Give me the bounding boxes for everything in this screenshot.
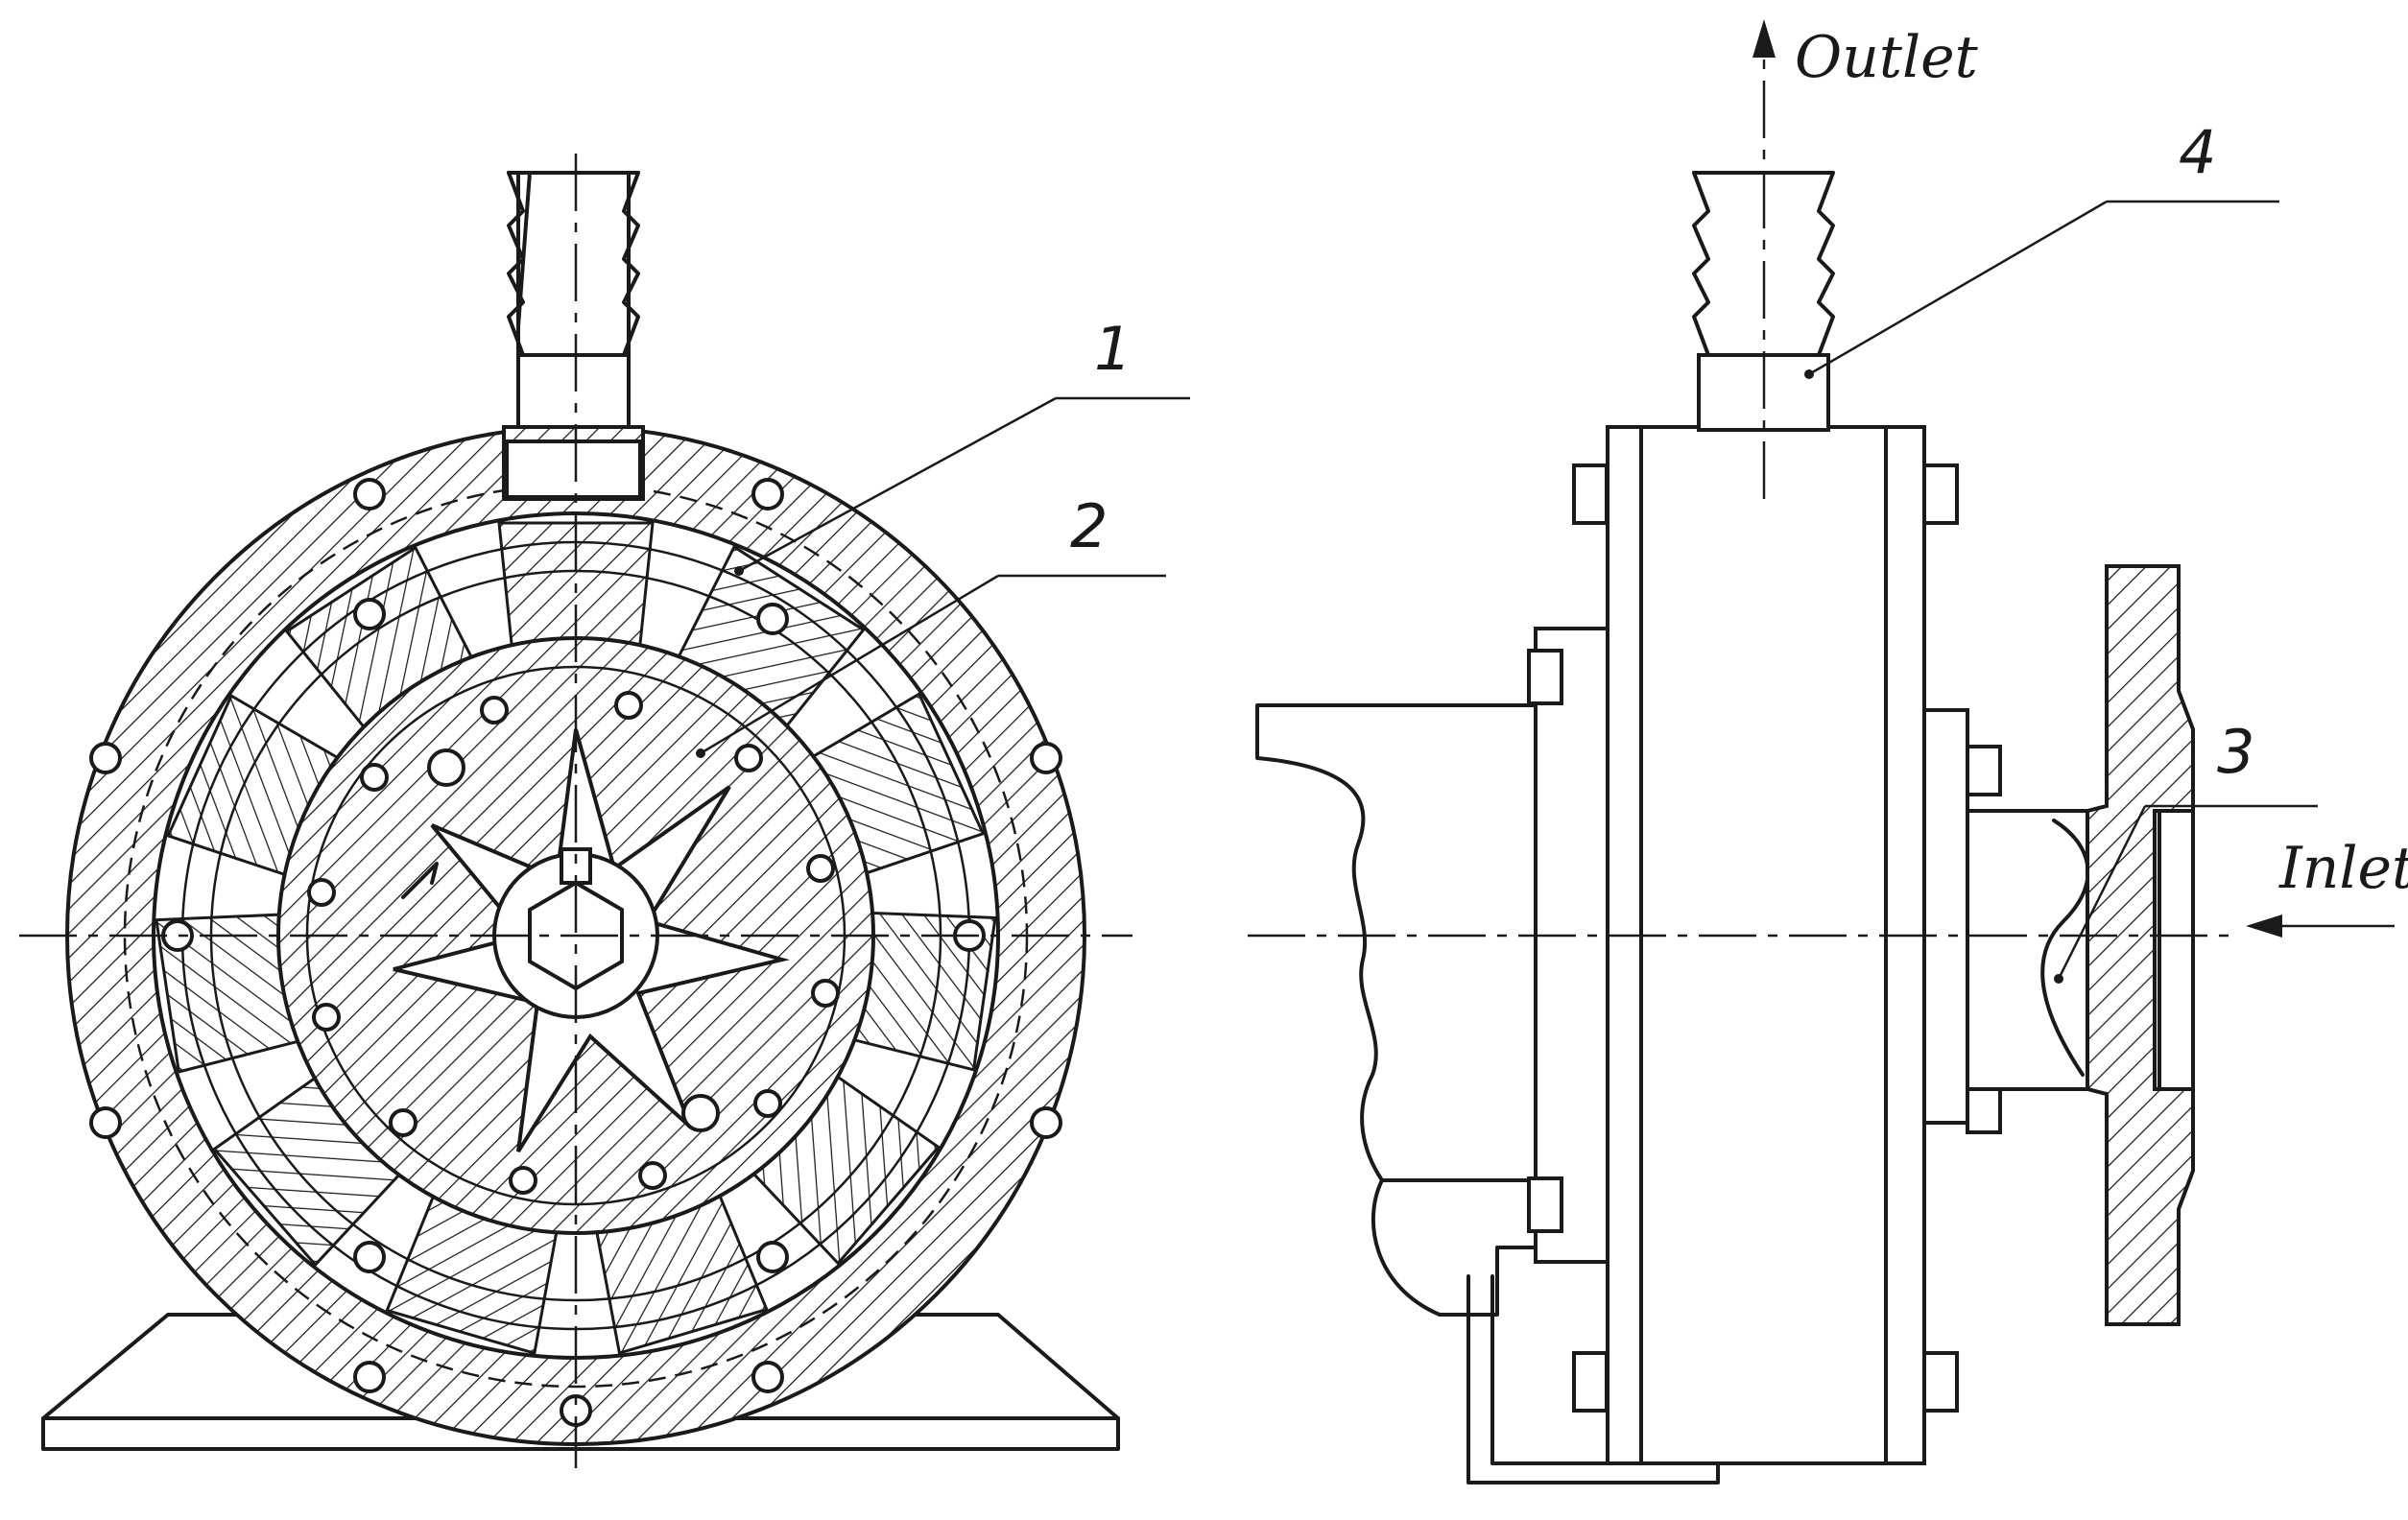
front-view [19,154,1132,1468]
outlet-arrow [1752,19,1776,58]
inlet-end-flange [2086,564,2195,1326]
callout-3: 3 [2054,717,2318,984]
motor-flange-bolts [1527,649,1563,1233]
outlet-label: Outlet [1795,24,1979,91]
housing-bolts [89,478,1062,1427]
callout-1: 1 [734,314,1190,576]
inlet-label: Inlet [2278,835,2408,902]
inlet-flange-bolts [1966,745,2002,1134]
motor-flange [1534,627,1614,1264]
callout-2-label: 2 [1070,491,1108,561]
callout-3-label: 3 [2217,717,2254,787]
callout-4: 4 [1804,117,2279,379]
body-bolts [1572,463,1959,1413]
callout-2: 2 [696,491,1166,758]
front-outlet-nozzle [502,171,645,501]
mounting-bracket [1466,1274,1720,1484]
side-view: Outlet Inlet [1248,19,2408,1484]
rotor-bolts [307,691,840,1195]
motor-body [1255,703,1538,1317]
inlet-arrow [2246,914,2282,938]
callout-1-label: 1 [1094,314,1132,384]
stator-bolts [161,598,986,1273]
pump-body [1606,425,1926,1465]
callout-4-label: 4 [2179,117,2216,187]
inlet-flange [1922,708,1969,1125]
